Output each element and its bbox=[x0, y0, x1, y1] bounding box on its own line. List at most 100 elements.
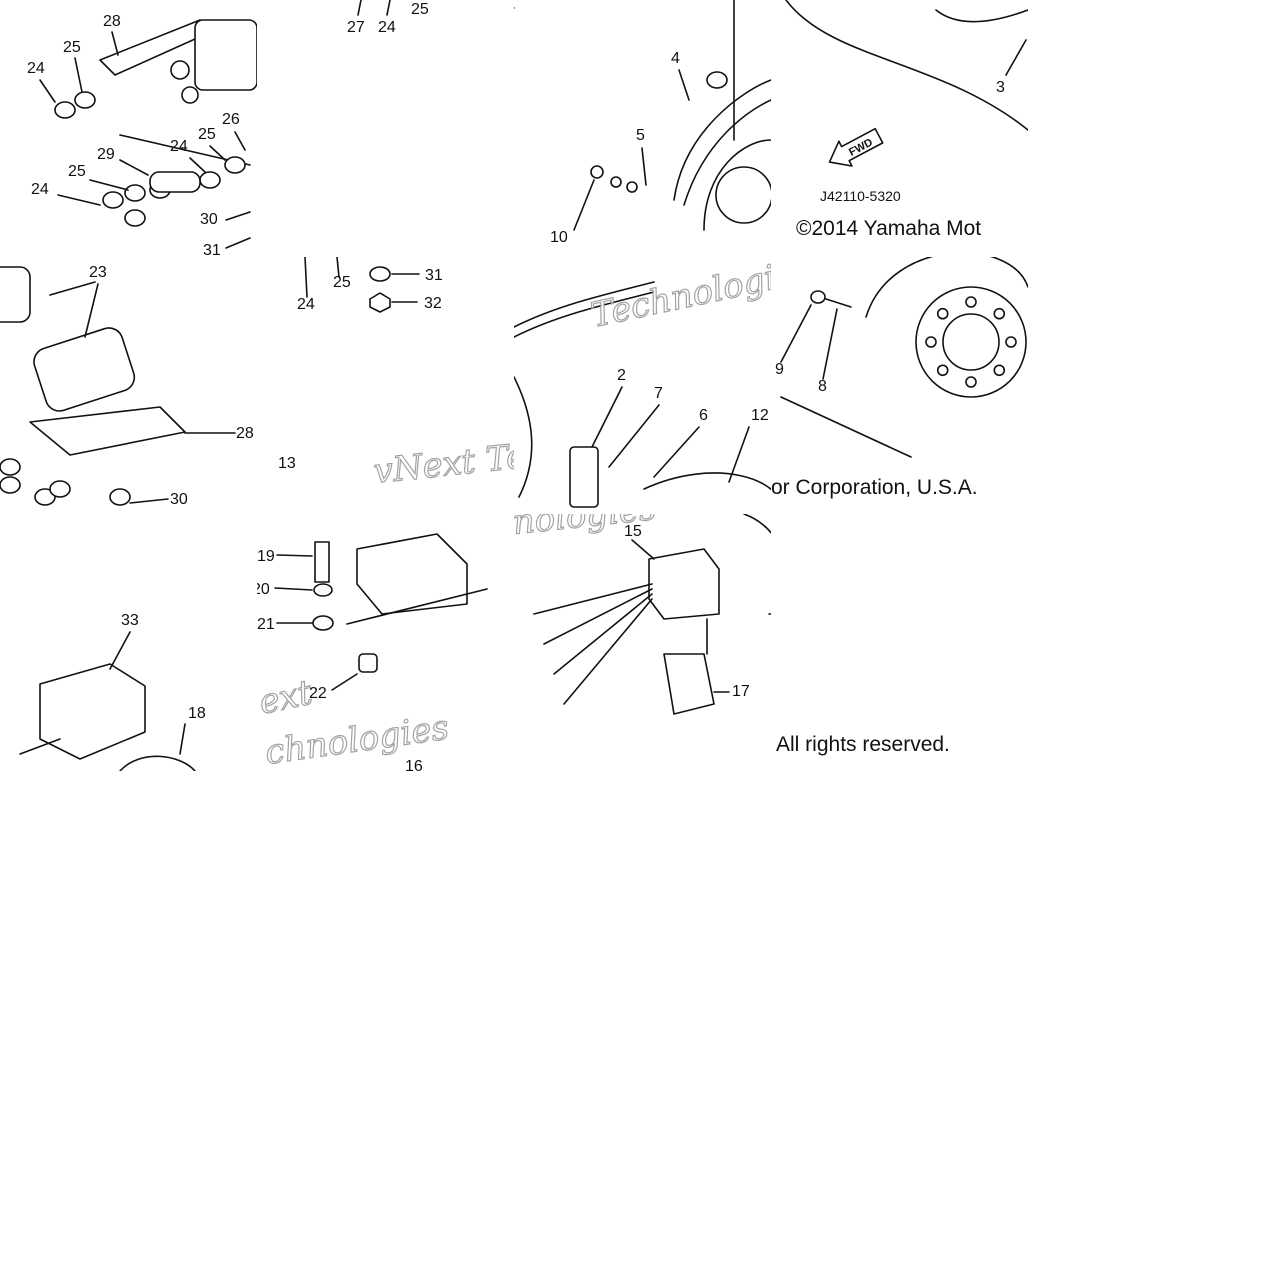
bolt bbox=[825, 298, 852, 308]
callout-label: 32 bbox=[424, 295, 442, 312]
washer-nut bbox=[0, 458, 21, 476]
fwd-arrow-icon: FWD bbox=[828, 127, 884, 167]
callout-label: 8 bbox=[818, 378, 827, 395]
leader-line bbox=[780, 304, 812, 363]
washer-nut bbox=[109, 488, 131, 506]
callout-label: 33 bbox=[121, 612, 139, 629]
washer bbox=[312, 615, 334, 631]
washer bbox=[610, 176, 622, 188]
wire-bundle bbox=[673, 79, 771, 201]
washer-nut bbox=[34, 488, 56, 506]
leader-line bbox=[49, 281, 96, 296]
leader-line bbox=[678, 69, 690, 101]
leader-line bbox=[109, 631, 131, 670]
callout-label: 31 bbox=[425, 267, 443, 284]
flywheel-detail bbox=[935, 9, 1028, 23]
callout-label: 24 bbox=[170, 138, 188, 155]
rotor-hole bbox=[1005, 336, 1017, 348]
rotor-hub bbox=[942, 313, 1000, 371]
callout-label: 10 bbox=[550, 229, 568, 246]
rectifier-lead bbox=[563, 598, 653, 705]
watermark-text: Technologies bbox=[588, 257, 771, 336]
callout-label: 5 bbox=[636, 127, 645, 144]
leader-line bbox=[631, 539, 655, 560]
regulator-base bbox=[346, 588, 488, 625]
leader-line bbox=[728, 426, 750, 483]
bolt bbox=[314, 541, 330, 583]
washer-nut bbox=[102, 191, 124, 209]
flywheel-outline bbox=[785, 0, 1028, 131]
diagram-tile-3-2 bbox=[771, 514, 1028, 771]
callout-label: 18 bbox=[188, 705, 206, 722]
rotor-outline bbox=[643, 472, 771, 491]
leader-line bbox=[608, 404, 660, 468]
terminal-nut bbox=[170, 60, 190, 80]
leader-line bbox=[1005, 39, 1027, 76]
leader-line bbox=[89, 179, 129, 191]
callout-label: 27 bbox=[347, 19, 365, 36]
leader-line bbox=[641, 147, 647, 186]
callout-label: 9 bbox=[775, 361, 784, 378]
callout-label: 16 bbox=[405, 758, 423, 771]
callout-label: 3 bbox=[996, 79, 1005, 96]
leader-line bbox=[822, 308, 838, 380]
callout-label: 24 bbox=[297, 296, 315, 313]
washer-nut bbox=[199, 171, 221, 189]
rotor-hole bbox=[993, 307, 1006, 320]
leader-line bbox=[57, 194, 101, 206]
grommet bbox=[358, 653, 378, 673]
callout-label: 21 bbox=[257, 616, 275, 633]
stator-outline bbox=[703, 139, 771, 231]
leader-line bbox=[225, 211, 251, 221]
washer-nut bbox=[54, 101, 76, 119]
voltage-regulator bbox=[356, 533, 468, 615]
tile-edge bbox=[257, 0, 261, 257]
mounting-tab bbox=[19, 738, 61, 755]
leader-line bbox=[357, 0, 362, 16]
callout-label: 13 bbox=[278, 455, 296, 472]
callout-label: 24 bbox=[31, 181, 49, 198]
leader-line bbox=[119, 159, 149, 176]
callout-label: 25 bbox=[333, 274, 351, 291]
leader-line bbox=[573, 179, 595, 231]
leader-line bbox=[225, 237, 251, 249]
callout-label: 25 bbox=[198, 126, 216, 143]
rotor-hole bbox=[965, 296, 977, 308]
cdi-unit bbox=[39, 663, 146, 760]
wire-bundle bbox=[683, 99, 771, 206]
rotor-hole bbox=[965, 376, 977, 388]
watermark-text: ext bbox=[257, 673, 316, 723]
washer-nut bbox=[0, 476, 21, 494]
grommet bbox=[706, 71, 728, 89]
mounting-clip bbox=[663, 653, 715, 715]
callout-label: 30 bbox=[170, 491, 188, 508]
rotor-outline bbox=[743, 514, 771, 615]
leader-line bbox=[129, 498, 169, 504]
washer-nut bbox=[74, 91, 96, 109]
watermark-text: chnologies bbox=[263, 708, 452, 771]
washer-nut bbox=[49, 480, 71, 498]
callout-label: 28 bbox=[236, 425, 254, 442]
diagram-tile-0-2: 33 18 bbox=[0, 514, 257, 771]
callout-label: 24 bbox=[27, 60, 45, 77]
diagram-tile-1-2: 19202122extchnologies16 bbox=[257, 514, 514, 771]
leader-line bbox=[84, 283, 99, 338]
rotor-hole bbox=[936, 364, 949, 377]
mounting-bracket bbox=[29, 406, 186, 456]
relay-body bbox=[194, 19, 257, 91]
leader-line bbox=[234, 131, 246, 151]
screw-head bbox=[590, 165, 604, 179]
callout-label: 31 bbox=[203, 242, 221, 257]
rotor-hole bbox=[936, 307, 949, 320]
stator-hub bbox=[715, 166, 771, 224]
leader-line bbox=[653, 426, 700, 478]
callout-label: 24 bbox=[378, 19, 396, 36]
leader-line bbox=[276, 554, 313, 557]
callout-label: 19 bbox=[257, 548, 275, 565]
relay-body bbox=[0, 266, 31, 323]
diagram-tile-2-0: 32451014 bbox=[514, 0, 771, 257]
